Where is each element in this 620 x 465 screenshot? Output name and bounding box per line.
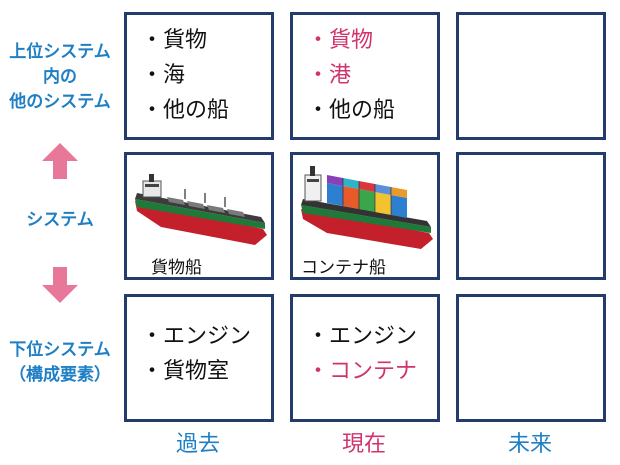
row-label-lower-line2: （構成要素） xyxy=(9,365,111,385)
cargo-ship-label: 貨物船 xyxy=(151,258,202,278)
list-item: ・他の船 xyxy=(141,98,230,123)
row-label-upper-line1: 上位システム xyxy=(9,42,111,62)
cell-upper-present: ・貨物 ・港 ・他の船 xyxy=(290,12,440,140)
row-label-lower-line1: 下位システム xyxy=(9,340,111,360)
list-item: ・他の船 xyxy=(307,98,396,123)
cell-upper-future xyxy=(456,12,606,140)
arrow-up-icon xyxy=(42,143,78,179)
list-item: ・貨物室 xyxy=(141,359,230,384)
cargo-ship-icon xyxy=(135,174,267,245)
cell-system-future xyxy=(456,152,606,280)
upper-past-list: ・貨物 ・海 ・他の船 xyxy=(141,23,229,128)
cell-upper-past: ・貨物 ・海 ・他の船 xyxy=(124,12,274,140)
row-label-upper-line2: 内の xyxy=(43,67,77,87)
row-label-system: システム xyxy=(0,208,120,233)
list-item: ・エンジン xyxy=(307,324,418,349)
arrow-down-icon xyxy=(42,267,78,303)
list-item: ・貨物 xyxy=(307,28,374,53)
upper-present-list: ・貨物 ・港 ・他の船 xyxy=(307,23,395,128)
list-item: ・エンジン xyxy=(141,324,252,349)
cell-lower-present: ・エンジン ・コンテナ xyxy=(290,294,440,422)
container-ship-label: コンテナ船 xyxy=(301,258,386,278)
row-label-system-text: システム xyxy=(26,210,94,230)
row-label-upper-system: 上位システム 内の 他のシステム xyxy=(0,40,120,115)
lower-present-list: ・エンジン ・コンテナ xyxy=(307,319,417,389)
lower-past-list: ・エンジン ・貨物室 xyxy=(141,319,251,389)
row-label-lower-system: 下位システム （構成要素） xyxy=(0,338,120,388)
row-label-upper-line3: 他のシステム xyxy=(9,92,111,112)
cell-lower-future xyxy=(456,294,606,422)
column-label-present: 現在 xyxy=(341,432,386,457)
cell-lower-past: ・エンジン ・貨物室 xyxy=(124,294,274,422)
container-ship-icon xyxy=(301,166,433,249)
list-item: ・貨物 xyxy=(141,28,208,53)
list-item: ・海 xyxy=(141,63,186,88)
column-label-future: 未来 xyxy=(507,432,552,457)
cell-system-past: 貨物船 xyxy=(124,152,274,280)
list-item: ・コンテナ xyxy=(307,359,418,384)
cell-system-present: コンテナ船 xyxy=(290,152,440,280)
list-item: ・港 xyxy=(307,63,352,88)
column-label-past: 過去 xyxy=(175,432,220,457)
